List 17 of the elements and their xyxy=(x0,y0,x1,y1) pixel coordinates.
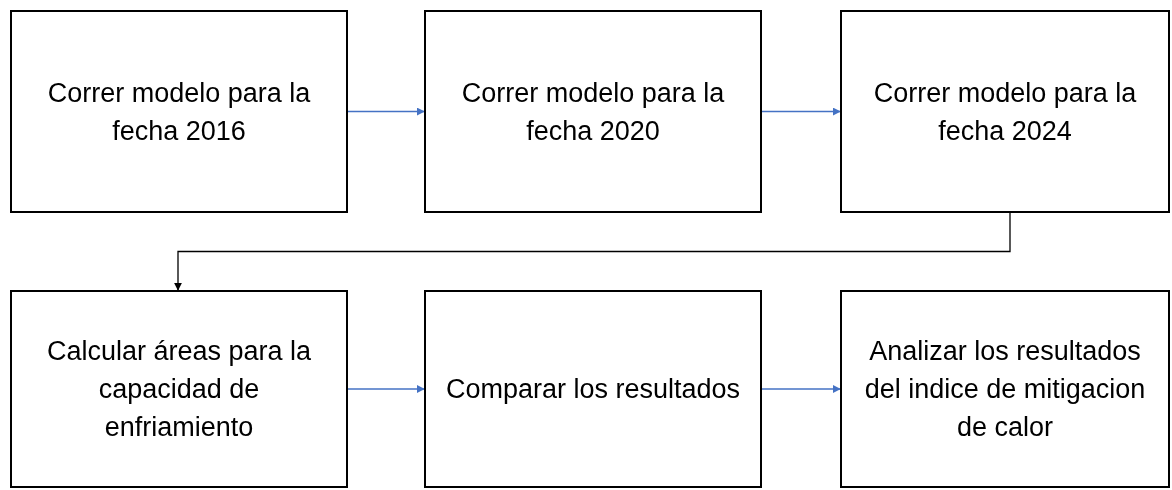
process-box xyxy=(840,290,1170,488)
arrow xyxy=(761,385,841,393)
box-label: Analizar los resultados del indice de mitigacion de calor xyxy=(863,335,1147,444)
box-label: Comparar los resultados xyxy=(445,373,741,406)
process-box xyxy=(840,10,1170,213)
arrow xyxy=(347,385,425,393)
arrow xyxy=(347,107,425,116)
box-label: Correr modelo para la fecha 2024 xyxy=(872,76,1138,148)
arrow xyxy=(761,107,841,116)
process-box xyxy=(10,10,348,213)
arrow xyxy=(174,212,1011,291)
box-label: Correr modelo para la fecha 2020 xyxy=(460,76,726,148)
box-label: Correr modelo para la fecha 2016 xyxy=(46,76,312,148)
box-label: Calcular áreas para la capacidad de enfriamiento xyxy=(45,335,313,444)
process-box xyxy=(424,290,762,488)
process-box xyxy=(10,290,348,488)
process-box xyxy=(424,10,762,213)
